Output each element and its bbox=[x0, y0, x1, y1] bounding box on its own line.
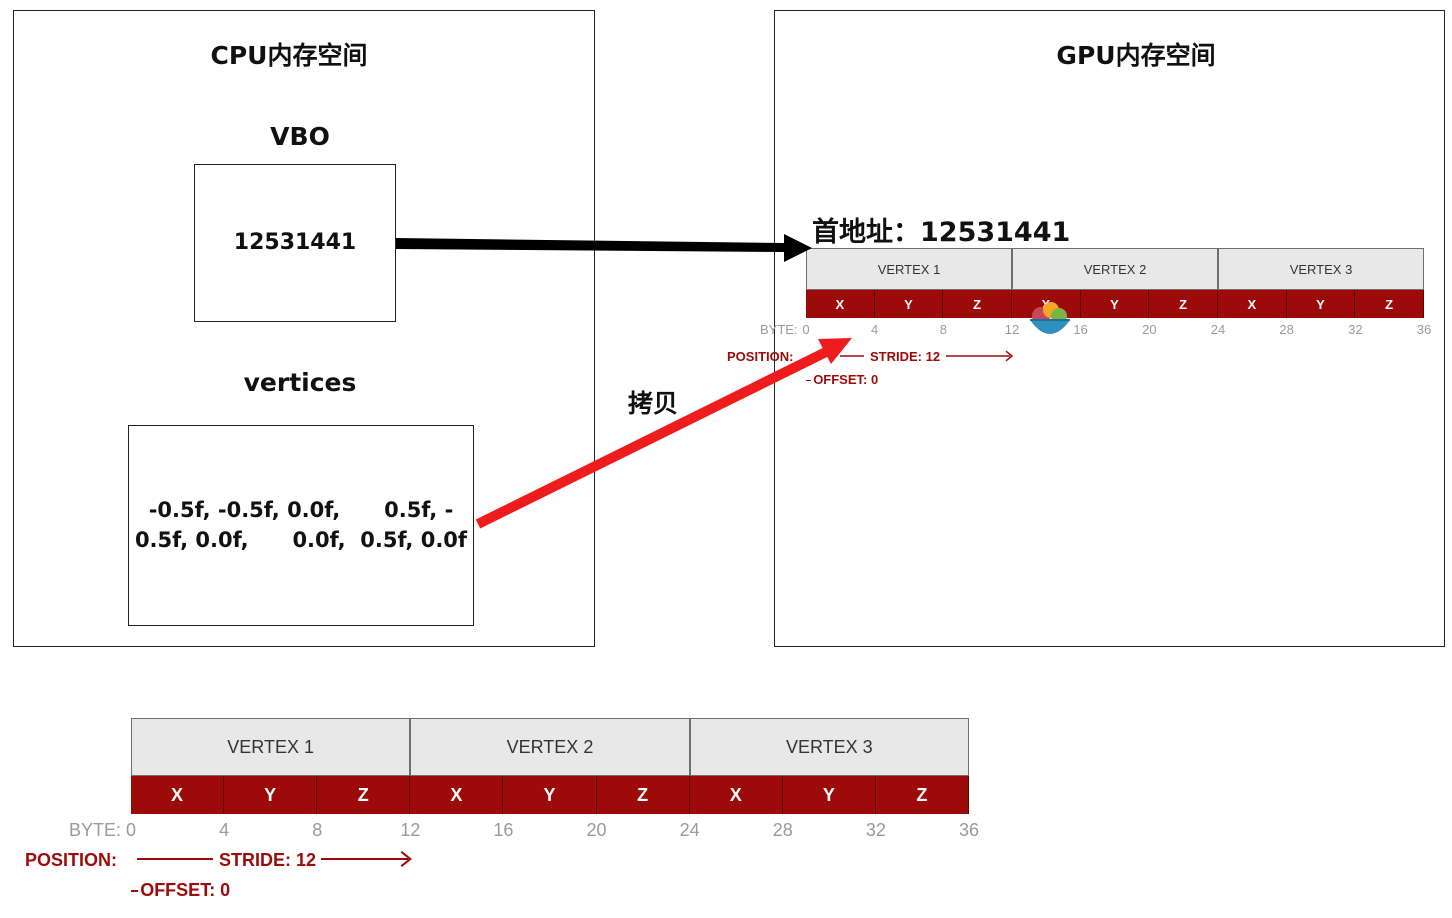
byte-tick-20: 20 bbox=[1142, 322, 1157, 337]
vertices-line-1: -0.5f, -0.5f, 0.0f, 0.5f, - bbox=[148, 498, 454, 522]
component-cell-8: Y bbox=[782, 776, 876, 814]
offset-label: OFFSET: 0 bbox=[806, 372, 878, 387]
component-cell-6: Z bbox=[596, 776, 690, 814]
cpu-memory-title: CPU内存空间 bbox=[210, 41, 368, 70]
base-address-label: 首地址：12531441 bbox=[812, 217, 1071, 248]
stride-label: STRIDE: 12 bbox=[870, 349, 941, 364]
vbo-box bbox=[194, 164, 396, 322]
offset-text: OFFSET: 0 bbox=[140, 880, 231, 900]
vertices-box bbox=[128, 425, 474, 626]
component-cell-9: Z bbox=[875, 776, 969, 814]
copy-arrow-line bbox=[475, 347, 829, 529]
vertex-header-1: VERTEX 1 bbox=[806, 248, 1012, 290]
byte-label: BYTE: bbox=[69, 820, 122, 840]
vertex-header-1: VERTEX 1 bbox=[131, 718, 411, 776]
component-cell-6: Z bbox=[1149, 290, 1218, 318]
offset-text: OFFSET: 0 bbox=[813, 372, 879, 387]
stride-arrow bbox=[840, 350, 1014, 361]
offset-dash bbox=[131, 890, 139, 893]
vbo-label: VBO bbox=[270, 122, 330, 151]
byte-tick-36: 36 bbox=[958, 820, 980, 840]
vertices-label: vertices bbox=[243, 368, 357, 397]
byte-tick-24: 24 bbox=[1210, 322, 1226, 337]
component-cell-9: Z bbox=[1355, 290, 1424, 318]
byte-label: BYTE: bbox=[760, 322, 798, 337]
component-cell-4: X bbox=[410, 776, 504, 814]
component-cell-5: Y bbox=[503, 776, 597, 814]
byte-tick-0: 0 bbox=[125, 820, 137, 840]
byte-tick-32: 32 bbox=[1348, 322, 1363, 337]
vertex-header-2: VERTEX 2 bbox=[410, 718, 690, 776]
byte-tick-0: 0 bbox=[802, 322, 810, 337]
byte-tick-16: 16 bbox=[1073, 322, 1088, 337]
copy-arrow-head bbox=[818, 338, 852, 364]
component-cell-2: Y bbox=[224, 776, 318, 814]
stride-label: STRIDE: 12 bbox=[219, 850, 317, 870]
byte-tick-16: 16 bbox=[493, 820, 514, 840]
byte-tick-4: 4 bbox=[219, 820, 230, 840]
stride-arrow bbox=[137, 851, 412, 867]
gpu-memory-title: GPU内存空间 bbox=[1056, 41, 1216, 70]
component-cell-7: X bbox=[1218, 290, 1287, 318]
byte-tick-4: 4 bbox=[871, 322, 879, 337]
byte-tick-36: 36 bbox=[1416, 322, 1432, 337]
byte-tick-12: 12 bbox=[1004, 322, 1020, 337]
byte-tick-32: 32 bbox=[865, 820, 886, 840]
vertex-header-3: VERTEX 3 bbox=[689, 718, 969, 776]
pointer-arrow bbox=[396, 234, 812, 262]
component-cell-5: Y bbox=[1080, 290, 1150, 318]
component-cell-2: Y bbox=[874, 290, 944, 318]
component-cell-3: Z bbox=[943, 290, 1012, 318]
component-cell-7: X bbox=[689, 776, 783, 814]
gpu-memory-panel bbox=[774, 10, 1445, 647]
fruit-bowl-icon bbox=[1030, 302, 1070, 334]
byte-tick-28: 28 bbox=[772, 820, 793, 840]
byte-tick-8: 8 bbox=[939, 322, 947, 337]
offset-label: OFFSET: 0 bbox=[131, 880, 230, 901]
component-cell-1: X bbox=[131, 776, 225, 814]
offset-dash bbox=[806, 379, 812, 382]
component-cell-8: Y bbox=[1286, 290, 1356, 318]
vertex-header-3: VERTEX 3 bbox=[1218, 248, 1424, 290]
byte-tick-28: 28 bbox=[1279, 322, 1294, 337]
byte-tick-8: 8 bbox=[312, 820, 323, 840]
component-cell-3: Z bbox=[317, 776, 411, 814]
vbo-value: 12531441 bbox=[233, 230, 357, 255]
vertices-line-2: 0.5f, 0.0f, 0.0f, 0.5f, 0.0f bbox=[134, 528, 468, 552]
byte-tick-12: 12 bbox=[400, 820, 421, 840]
position-label: POSITION: bbox=[25, 850, 118, 870]
copy-label: 拷贝 bbox=[628, 389, 679, 418]
component-cell-1: X bbox=[806, 290, 875, 318]
position-label: POSITION: bbox=[727, 349, 794, 364]
vertex-header-2: VERTEX 2 bbox=[1012, 248, 1218, 290]
byte-tick-24: 24 bbox=[679, 820, 700, 840]
byte-tick-20: 20 bbox=[586, 820, 607, 840]
